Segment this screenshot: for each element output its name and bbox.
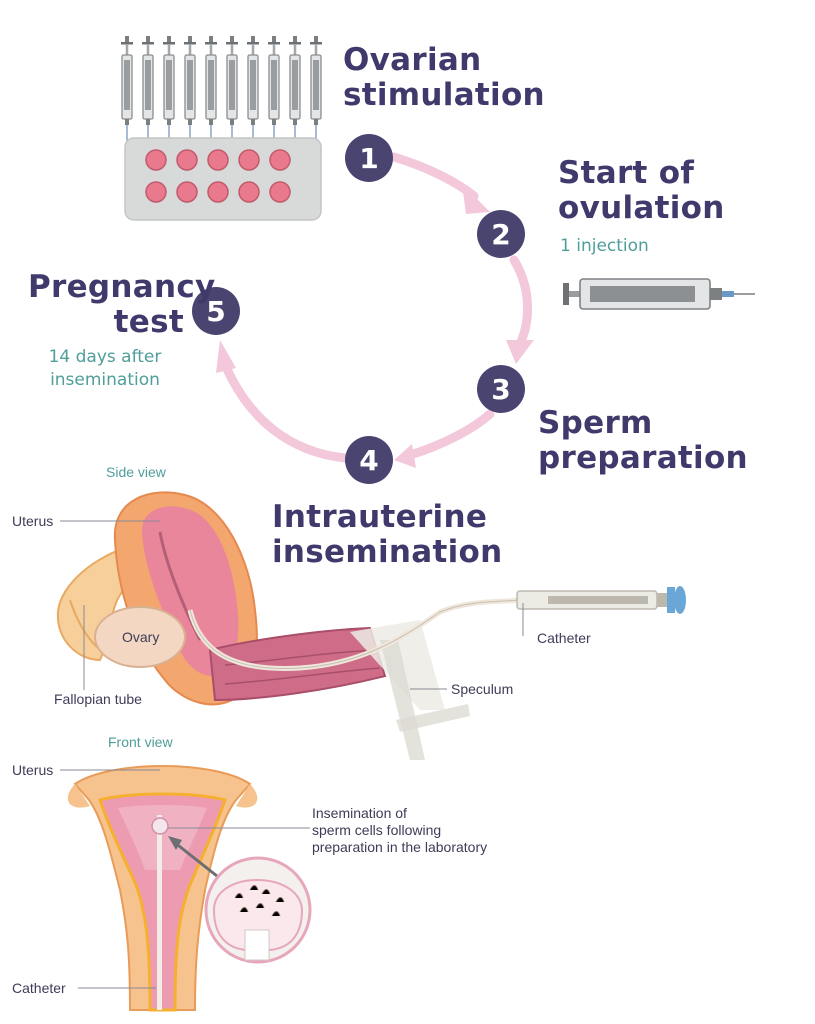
step-1-number: 1 <box>359 142 378 175</box>
step-4-title-line1: Intrauterine <box>272 499 488 535</box>
step-1-title: Ovarian stimulation <box>343 43 545 113</box>
syringe-row-icon <box>120 35 323 147</box>
front-label-uterus: Uterus <box>12 762 54 778</box>
step-2-title: Start of ovulation <box>558 156 725 226</box>
injection-syringe-icon <box>563 278 755 310</box>
step-5-circle: 5 <box>192 287 240 335</box>
step-2-title-line2: ovulation <box>558 190 725 226</box>
step-5-title-line2: test <box>113 304 184 340</box>
side-view-anatomy <box>56 491 686 760</box>
side-view-leader-lines <box>60 520 524 690</box>
step-3-number: 3 <box>491 373 510 406</box>
front-view-heading: Front view <box>108 734 173 750</box>
side-label-uterus: Uterus <box>12 513 54 529</box>
side-label-speculum: Speculum <box>451 681 514 697</box>
front-view-leader-lines <box>60 769 310 989</box>
step-5-number: 5 <box>206 295 225 328</box>
step-4-number: 4 <box>359 444 378 477</box>
cycle-arrowheads <box>216 184 534 468</box>
front-label-insemination-line1: Insemination of <box>312 805 407 821</box>
side-label-ovary: Ovary <box>122 629 160 645</box>
step-4-circle: 4 <box>345 436 393 484</box>
pill-blister-pack-icon <box>124 137 322 221</box>
step-2-title-line1: Start of <box>558 155 695 191</box>
step-1-title-line1: Ovarian <box>343 42 482 78</box>
step-2-number: 2 <box>491 218 510 251</box>
front-label-insemination-line3: preparation in the laboratory <box>312 839 488 855</box>
step-5-note-line1: 14 days after <box>48 347 162 367</box>
step-5-title: Pregnancy test <box>28 269 216 340</box>
front-label-catheter: Catheter <box>12 980 66 996</box>
front-label-insemination-line2: sperm cells following <box>312 822 442 838</box>
step-3-circle: 3 <box>477 365 525 413</box>
step-5-note: 14 days after insemination <box>40 346 170 392</box>
step-4-title: Intrauterine insemination <box>272 500 503 570</box>
step-2-note: 1 injection <box>560 236 649 256</box>
step-3-title-line2: preparation <box>538 440 748 476</box>
step-3-title: Sperm preparation <box>538 406 748 476</box>
side-label-fallopian-tube: Fallopian tube <box>54 691 142 707</box>
step-4-title-line2: insemination <box>272 534 503 570</box>
front-label-insemination: Insemination of sperm cells following pr… <box>312 805 487 856</box>
side-label-catheter: Catheter <box>537 630 591 646</box>
step-2-circle: 2 <box>477 210 525 258</box>
step-1-circle: 1 <box>345 134 393 182</box>
front-view-anatomy <box>67 765 312 1012</box>
step-5-title-line1: Pregnancy <box>28 269 216 305</box>
step-1-title-line2: stimulation <box>343 77 545 113</box>
side-view-heading: Side view <box>106 464 166 480</box>
step-3-title-line1: Sperm <box>538 405 653 441</box>
step-5-note-line2: insemination <box>50 370 160 390</box>
